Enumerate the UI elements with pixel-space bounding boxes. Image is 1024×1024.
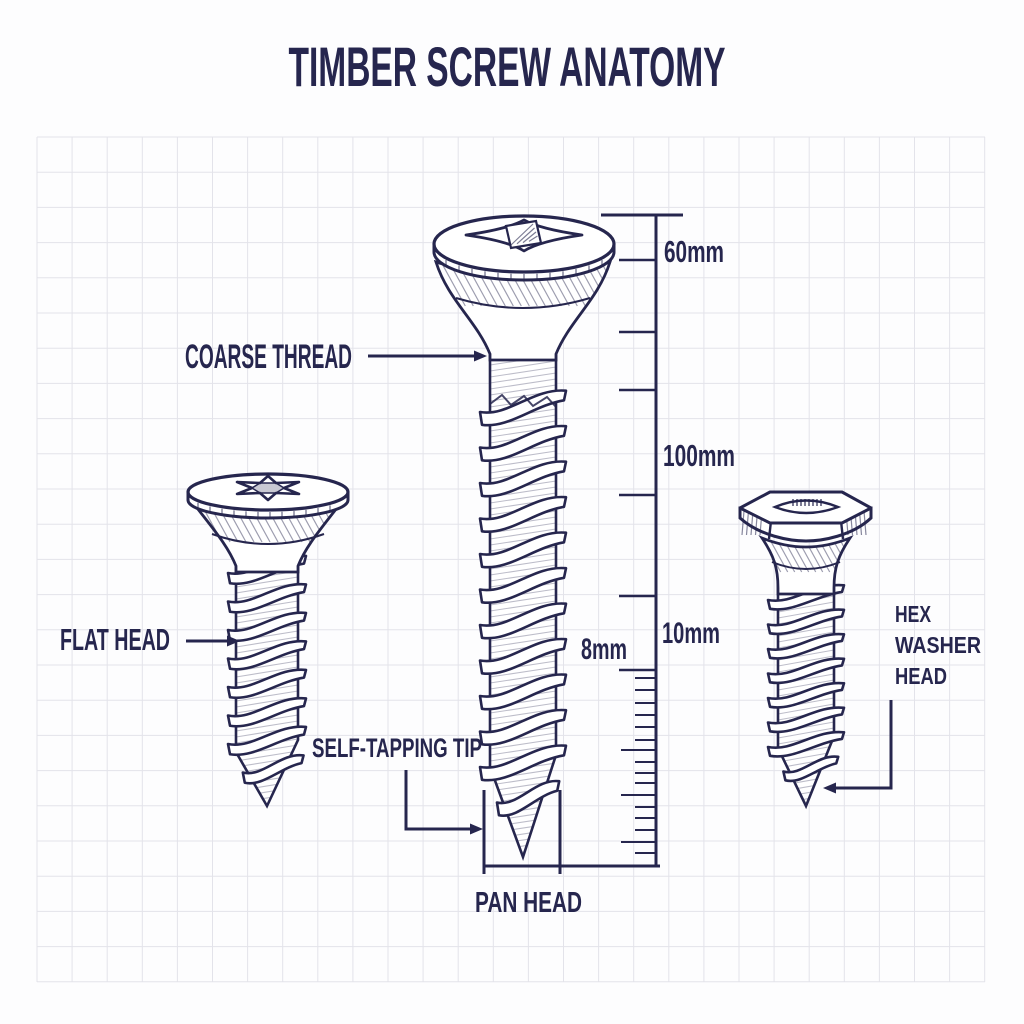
thread-turn [226,639,308,671]
flat-head-arrow-arrowhead [227,635,240,647]
thread-turn [241,754,305,785]
thread-turn [766,657,846,685]
thread-turn [782,755,840,783]
pan-head-screw [432,214,616,861]
neck-shade-line [211,533,325,545]
self-tapping-tip-arrow-arrowhead [470,823,483,835]
thread-turn [478,460,568,498]
measurement-8mm: 8mm [581,633,627,666]
coarse-thread-helix [766,583,846,783]
thread-turn [766,730,846,758]
diagram-labels: TIMBER SCREW ANATOMY COARSE THREAD FLAT … [60,35,981,919]
coarse-thread-helix [478,389,568,817]
neck-shade-line [771,561,841,570]
label-hex-washer-head-line1: HEX [895,601,931,627]
self-tapping-tip-arrow-line [404,770,475,831]
hex-washer-head-arrow-line [831,700,893,790]
page-title: TIMBER SCREW ANATOMY [289,35,726,98]
thread-turn [478,673,568,711]
thread-turn [226,725,308,757]
thread-turn [478,708,568,747]
label-hex-washer-head-line2: WASHER [895,632,981,658]
label-flat-head: FLAT HEAD [60,622,170,657]
thread-turn [478,744,568,782]
label-coarse-thread: COARSE THREAD [185,338,352,376]
thread-turn [478,566,568,605]
thread-turn [226,668,308,700]
hex-washer-head-arrow-arrowhead [823,782,836,794]
measurement-60mm: 60mm [664,234,724,269]
thread-turn [478,424,568,463]
neck-shade-line [455,297,591,309]
hex-washer-screw [738,490,873,810]
thread-turn [478,495,568,534]
callout-arrows [186,350,893,835]
dimension-ruler [482,213,683,874]
drive-recess [250,482,286,494]
star-drive-icon [235,474,301,502]
thread-turn [478,602,568,640]
thread-turn [766,632,846,660]
label-hex-washer-head-line3: HEAD [895,663,947,689]
measurement-10mm: 10mm [662,617,720,650]
thread-turn [226,611,308,643]
thread-turn [766,706,846,734]
label-pan-head: PAN HEAD [475,887,582,919]
head-neck [758,535,854,596]
thread-turn [495,779,561,817]
graph-paper-grid [36,136,986,983]
thread-turn [226,582,308,614]
thread-start-jag [489,393,557,408]
label-self-tapping-tip: SELF-TAPPING TIP [312,733,482,763]
thread-turn [766,608,846,636]
measurement-100mm: 100mm [663,438,735,473]
thread-turn [478,531,568,569]
coarse-thread-arrow-arrowhead [474,350,487,362]
thread-turn [226,696,308,728]
thread-turn [766,681,846,709]
thread-turn [478,637,568,676]
